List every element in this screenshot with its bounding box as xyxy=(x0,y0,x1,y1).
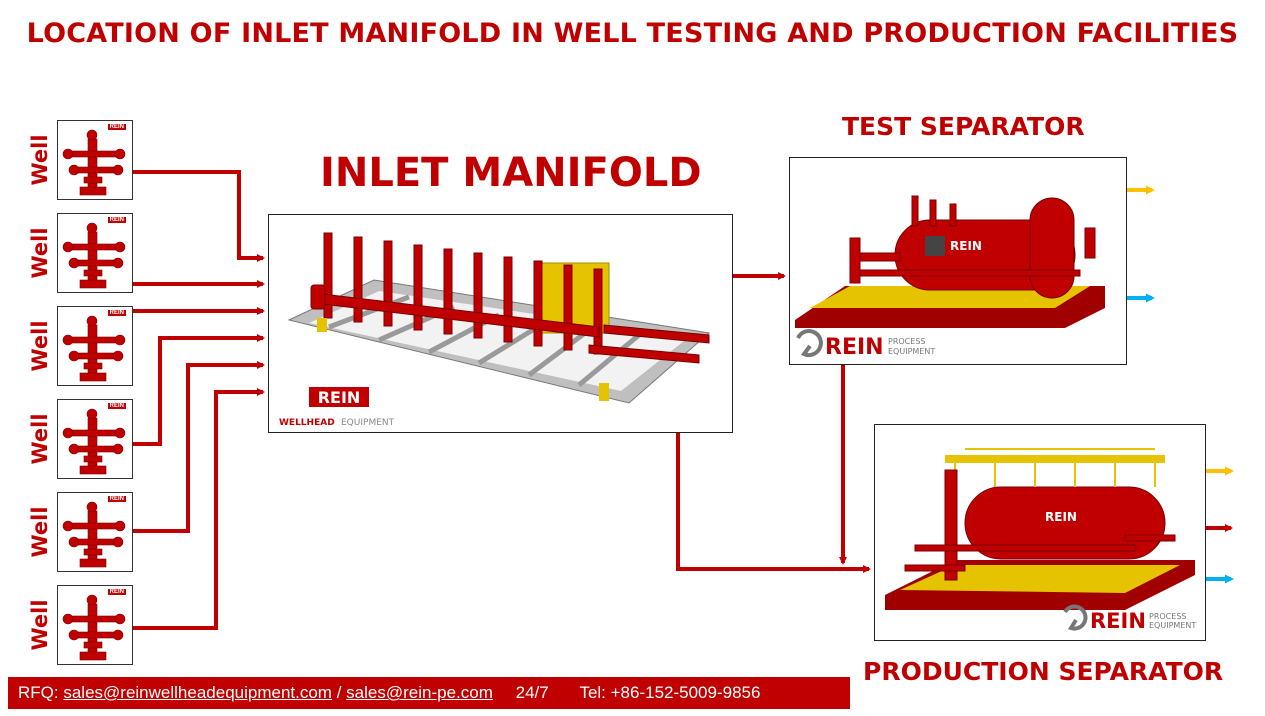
prod-logo-sub2: EQUIPMENT xyxy=(1149,621,1196,630)
test-separator-title: TEST SEPARATOR xyxy=(842,112,1085,141)
wellhead-image-4: REIN xyxy=(57,399,133,479)
christmas-tree-icon xyxy=(62,594,126,661)
well-brand-logo: REIN xyxy=(107,217,126,223)
inlet-manifold-title: INLET MANIFOLD xyxy=(320,150,702,196)
prod-logo-main: REIN xyxy=(1090,609,1146,633)
christmas-tree-icon xyxy=(62,315,126,382)
manifold-skid-illustration: REIN WELLHEAD EQUIPMENT xyxy=(279,232,711,428)
test-logo-sub1: PROCESS xyxy=(888,337,925,346)
rfq-label: RFQ: xyxy=(18,683,59,702)
manifold-to-production-line xyxy=(676,432,871,573)
rein-logo-mark-icon xyxy=(796,329,823,358)
manifold-logo-sub2: EQUIPMENT xyxy=(341,418,395,428)
test-separator-image: REIN REIN PROCESS EQUIPMENT xyxy=(789,157,1127,365)
test-logo-sub2: EQUIPMENT xyxy=(888,347,935,356)
wellhead-image-5: REIN xyxy=(57,492,133,572)
hours-text: 24/7 xyxy=(515,683,549,702)
well-line-1 xyxy=(133,170,265,262)
well-brand-logo: REIN xyxy=(107,496,126,502)
rein-logo-badge xyxy=(309,387,369,407)
well-line-5 xyxy=(133,361,265,533)
test-logo-main: REIN xyxy=(825,335,884,360)
page-title: LOCATION OF INLET MANIFOLD IN WELL TESTI… xyxy=(26,18,1239,49)
rein-logo-mark-icon xyxy=(1063,604,1088,631)
manifold-logo-sub1: WELLHEAD xyxy=(279,418,335,428)
well-brand-logo: REIN xyxy=(107,589,126,595)
wellhead-image-2: REIN xyxy=(57,213,133,293)
well-line-6 xyxy=(133,388,265,630)
prod-logo-sub1: PROCESS xyxy=(1149,612,1186,621)
well-brand-logo: REIN xyxy=(107,124,126,130)
wellhead-image-6: REIN xyxy=(57,585,133,665)
christmas-tree-icon xyxy=(62,501,126,568)
test-separator-illustration: REIN REIN PROCESS EQUIPMENT xyxy=(795,195,1105,360)
svg-text:REIN: REIN xyxy=(950,239,982,253)
wellhead-image-3: REIN xyxy=(57,306,133,386)
contact-footer: RFQ: sales@reinwellheadequipment.com / s… xyxy=(8,677,850,709)
inlet-manifold-image: REIN WELLHEAD EQUIPMENT xyxy=(268,214,733,433)
email-link-process[interactable]: sales@rein-pe.com xyxy=(346,683,493,702)
well-line-4 xyxy=(133,334,265,446)
svg-text:REIN: REIN xyxy=(1045,510,1077,524)
well-brand-logo: REIN xyxy=(107,310,126,316)
wellhead-image-1: REIN xyxy=(57,120,133,200)
email-separator: / xyxy=(336,683,342,702)
christmas-tree-icon xyxy=(62,129,126,196)
email-link-wellhead[interactable]: sales@reinwellheadequipment.com xyxy=(63,683,332,702)
manifold-logo-main: REIN xyxy=(318,388,361,407)
production-separator-illustration: REIN REIN PROCESS EQUIPMENT xyxy=(885,448,1196,633)
phone-text: Tel: +86-152-5009-9856 xyxy=(579,683,761,702)
christmas-tree-icon xyxy=(62,222,126,289)
production-separator-title: PRODUCTION SEPARATOR xyxy=(863,657,1224,686)
christmas-tree-icon xyxy=(62,408,126,475)
production-separator-image: REIN REIN PROCESS EQUIPMENT xyxy=(874,424,1206,641)
well-brand-logo: REIN xyxy=(107,403,126,409)
